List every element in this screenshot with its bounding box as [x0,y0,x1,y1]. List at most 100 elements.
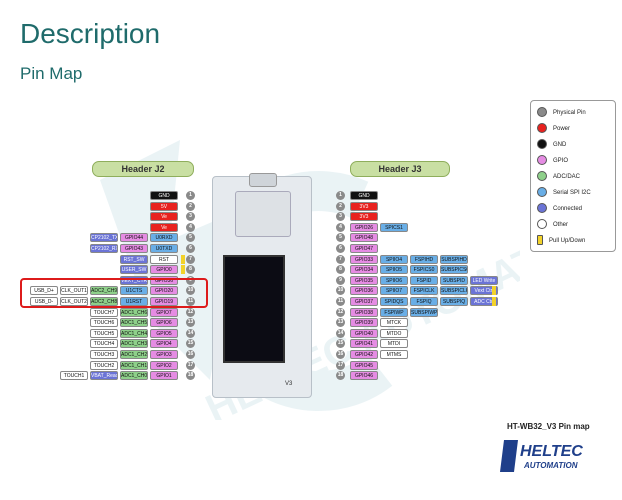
j3-physical-pin-14: 14 [336,328,345,338]
j3-pin-4-func-0: GPIO26 [350,222,378,232]
j2-pin-14-func-2: GPIO5 [150,328,178,338]
j2-physical-pin-14: 14 [186,328,195,338]
j2-pin-12-func-0: TOUCH7 [90,307,118,317]
j2-physical-pin-5: 5 [186,233,195,243]
j2-physical-pin-3: 3 [186,212,195,222]
legend-item: Pull Up/Down [537,235,585,247]
j2-pin-6-func-0: CP2102_RX [90,244,118,253]
j2-physical-pin-17: 17 [186,360,195,370]
j3-pin-9-func-1: SPIIO6 [380,275,408,285]
j2-physical-pin-7: 7 [186,254,195,264]
j3-pin-8-func-2: FSPICS0 [410,265,438,275]
j2-pin-17-func-2: GPIO2 [150,360,178,370]
j3-physical-pin-1: 1 [336,191,345,200]
j2-pin-11-func-0: USB_D- [30,297,58,306]
j2-pin-11-func-4: GPIO19 [150,297,178,306]
j3-pin-9-func-0: GPIO35 [350,275,378,285]
logo-tagline: AUTOMATION [523,461,578,470]
j2-physical-pin-8: 8 [186,265,195,275]
legend-label: Serial SPI I2C [553,190,591,196]
j3-pin-18-func-0: GPIO46 [350,371,378,381]
j2-pin-8-func-1: GPIO0 [150,265,178,275]
j3-physical-pin-2: 2 [336,201,345,211]
j3-pin-4-func-1: SPICS1 [380,222,408,232]
legend-label: GPIO [553,158,569,164]
j2-pin-18-func-3: GPIO1 [150,371,178,381]
j2-pin-15-func-2: GPIO4 [150,339,178,349]
j2-pin-17-func-0: TOUCH2 [90,360,118,370]
j2-pin-1-func-0: GND [150,191,178,200]
j2-pin-14-func-0: TOUCH5 [90,328,118,338]
j3-physical-pin-12: 12 [336,307,345,317]
legend-item: GPIO [537,155,568,167]
legend-swatch-icon [537,171,547,182]
j2-physical-pin-16: 16 [186,350,195,359]
legend-item: Physical Pin [537,107,586,119]
j2-pin-7-func-1: RST [150,254,178,264]
j3-pin-14-func-1: MTDO [380,328,408,338]
legend-label: Pull Up/Down [549,238,586,244]
legend-item: ADC/DAC [537,171,580,183]
j3-pin-10-func-2: FSPICLK [410,286,438,296]
j3-pin-5-func-0: GPIO48 [350,233,378,243]
legend-swatch-icon [537,155,547,166]
j3-pin-6-func-0: GPIO47 [350,244,378,253]
j2-pin-9-func-0: VEXT_CTRL [120,275,148,285]
j2-pin-11-func-3: U1RST [120,297,148,306]
j2-pin-3-func-0: Ve [150,212,178,222]
j2-pin-16-func-0: TOUCH3 [90,350,118,359]
j2-pin-11-func-1: CLK_OUT2 [60,297,88,306]
j3-pin-8-func-1: SPIIO5 [380,265,408,275]
j3-pin-9-func-4: LED Write [470,275,498,285]
j2-pin-15-func-0: TOUCH4 [90,339,118,349]
j2-physical-pin-4: 4 [186,222,195,232]
legend-item: Other [537,219,568,231]
j3-pin-10-func-4: Vext Ctrl [470,286,498,296]
j2-pin-10-func-1: CLK_OUT1 [60,286,88,296]
j2-physical-pin-1: 1 [186,191,195,200]
j2-pin-14-func-1: ADC1_CH4 [120,328,148,338]
j3-pin-11-func-4: ADC Ctrl [470,297,498,306]
j3-physical-pin-9: 9 [336,275,345,285]
j2-pin-13-func-0: TOUCH6 [90,318,118,328]
j3-physical-pin-4: 4 [336,222,345,232]
j2-pin-2-func-0: 5V [150,201,178,211]
j3-pin-11-func-0: GPIO37 [350,297,378,306]
header-j3-label: Header J3 [350,161,450,177]
j3-pullup-icon-11 [492,297,496,306]
pin-map-caption: HT-WB32_V3 Pin map [507,422,590,431]
j3-physical-pin-6: 6 [336,244,345,253]
legend-label: GND [553,142,567,148]
legend-swatch-icon [537,123,547,134]
header-j2-label: Header J2 [92,161,194,177]
j2-pin-13-func-1: ADC1_CH5 [120,318,148,328]
j2-pin-5-func-2: U0RXD [150,233,178,243]
j3-pin-10-func-1: SPIIO7 [380,286,408,296]
j2-pin-6-func-1: GPIO43 [120,244,148,253]
legend-label: Other [553,222,569,228]
j3-pin-2-func-0: 3V3 [350,201,378,211]
j3-pin-11-func-2: FSPIQ [410,297,438,306]
antenna-chip [235,191,291,237]
j2-pin-18-func-0: TOUCH1 [60,371,88,381]
j3-physical-pin-10: 10 [336,286,345,296]
logo-brand: HELTEC [520,443,583,460]
j3-pin-3-func-0: 3V3 [350,212,378,222]
j2-pin-17-func-1: ADC1_CH1 [120,360,148,370]
j2-pin-6-func-2: U0TXD [150,244,178,253]
legend-swatch-icon [537,187,547,198]
j2-pin-13-func-2: GPIO6 [150,318,178,328]
j2-pin-18-func-1: VBAT_Read [90,371,118,381]
oled-screen [223,255,285,363]
j2-pin-4-func-0: Ve [150,222,178,232]
j3-pin-10-func-3: SUBSPICLK [440,286,468,296]
j2-physical-pin-18: 18 [186,371,195,381]
usb-c-connector [249,173,277,187]
j3-physical-pin-7: 7 [336,254,345,264]
j3-pin-7-func-1: SPIIO4 [380,254,408,264]
j2-pin-10-func-2: ADC2_CH9 [90,286,118,296]
j3-pin-16-func-0: GPIO42 [350,350,378,359]
j3-pullup-icon-10 [492,286,496,296]
j2-pin-16-func-2: GPIO3 [150,350,178,359]
